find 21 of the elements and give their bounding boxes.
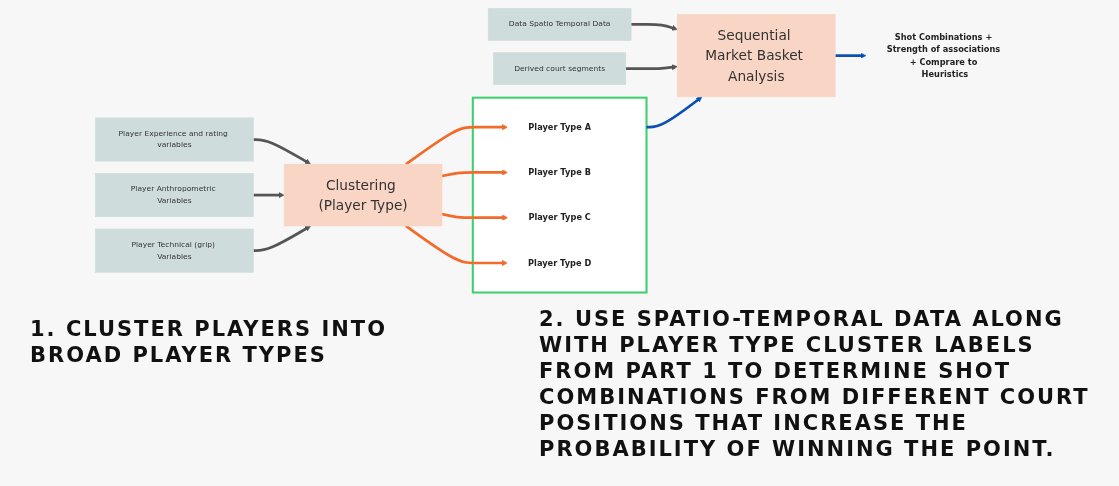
arrow — [441, 168, 508, 177]
node-text: Player Type A — [528, 121, 591, 132]
arrow — [253, 225, 311, 252]
arrow — [404, 224, 508, 266]
arrow — [253, 137, 311, 164]
arrow — [441, 212, 508, 221]
node-text: Player Type D — [527, 257, 592, 268]
arrow — [253, 191, 285, 198]
node-text: Player Type C — [528, 212, 591, 223]
node-text: Shot Combinations + Strength of associations + Comprare to Heuristics — [886, 31, 1001, 79]
node-text: Player Type B — [528, 167, 591, 177]
arrow — [630, 22, 678, 31]
step-note: 2. USE SPATIO-TEMPORAL DATA ALONG WITH PLAYER TYPE CLUSTER LABELS FROM PART 1 TO DETERMINE SHOT COMBINATIONS FROM DIFFERENT COURT POSITIONS THAT INCREASE THE PROBABILITY OF WINNING THE POINT. — [539, 306, 1091, 462]
arrow — [835, 52, 867, 59]
arrow — [625, 63, 678, 70]
node-box: Clustering (Player Type) — [283, 163, 443, 226]
arrow — [646, 96, 703, 129]
cluster — [471, 96, 648, 294]
step-note: 1. CLUSTER PLAYERS INTO BROAD PLAYER TYPES — [30, 316, 388, 369]
node-box: Sequential Market Basket Analysis — [676, 13, 836, 97]
arrow — [404, 123, 508, 165]
